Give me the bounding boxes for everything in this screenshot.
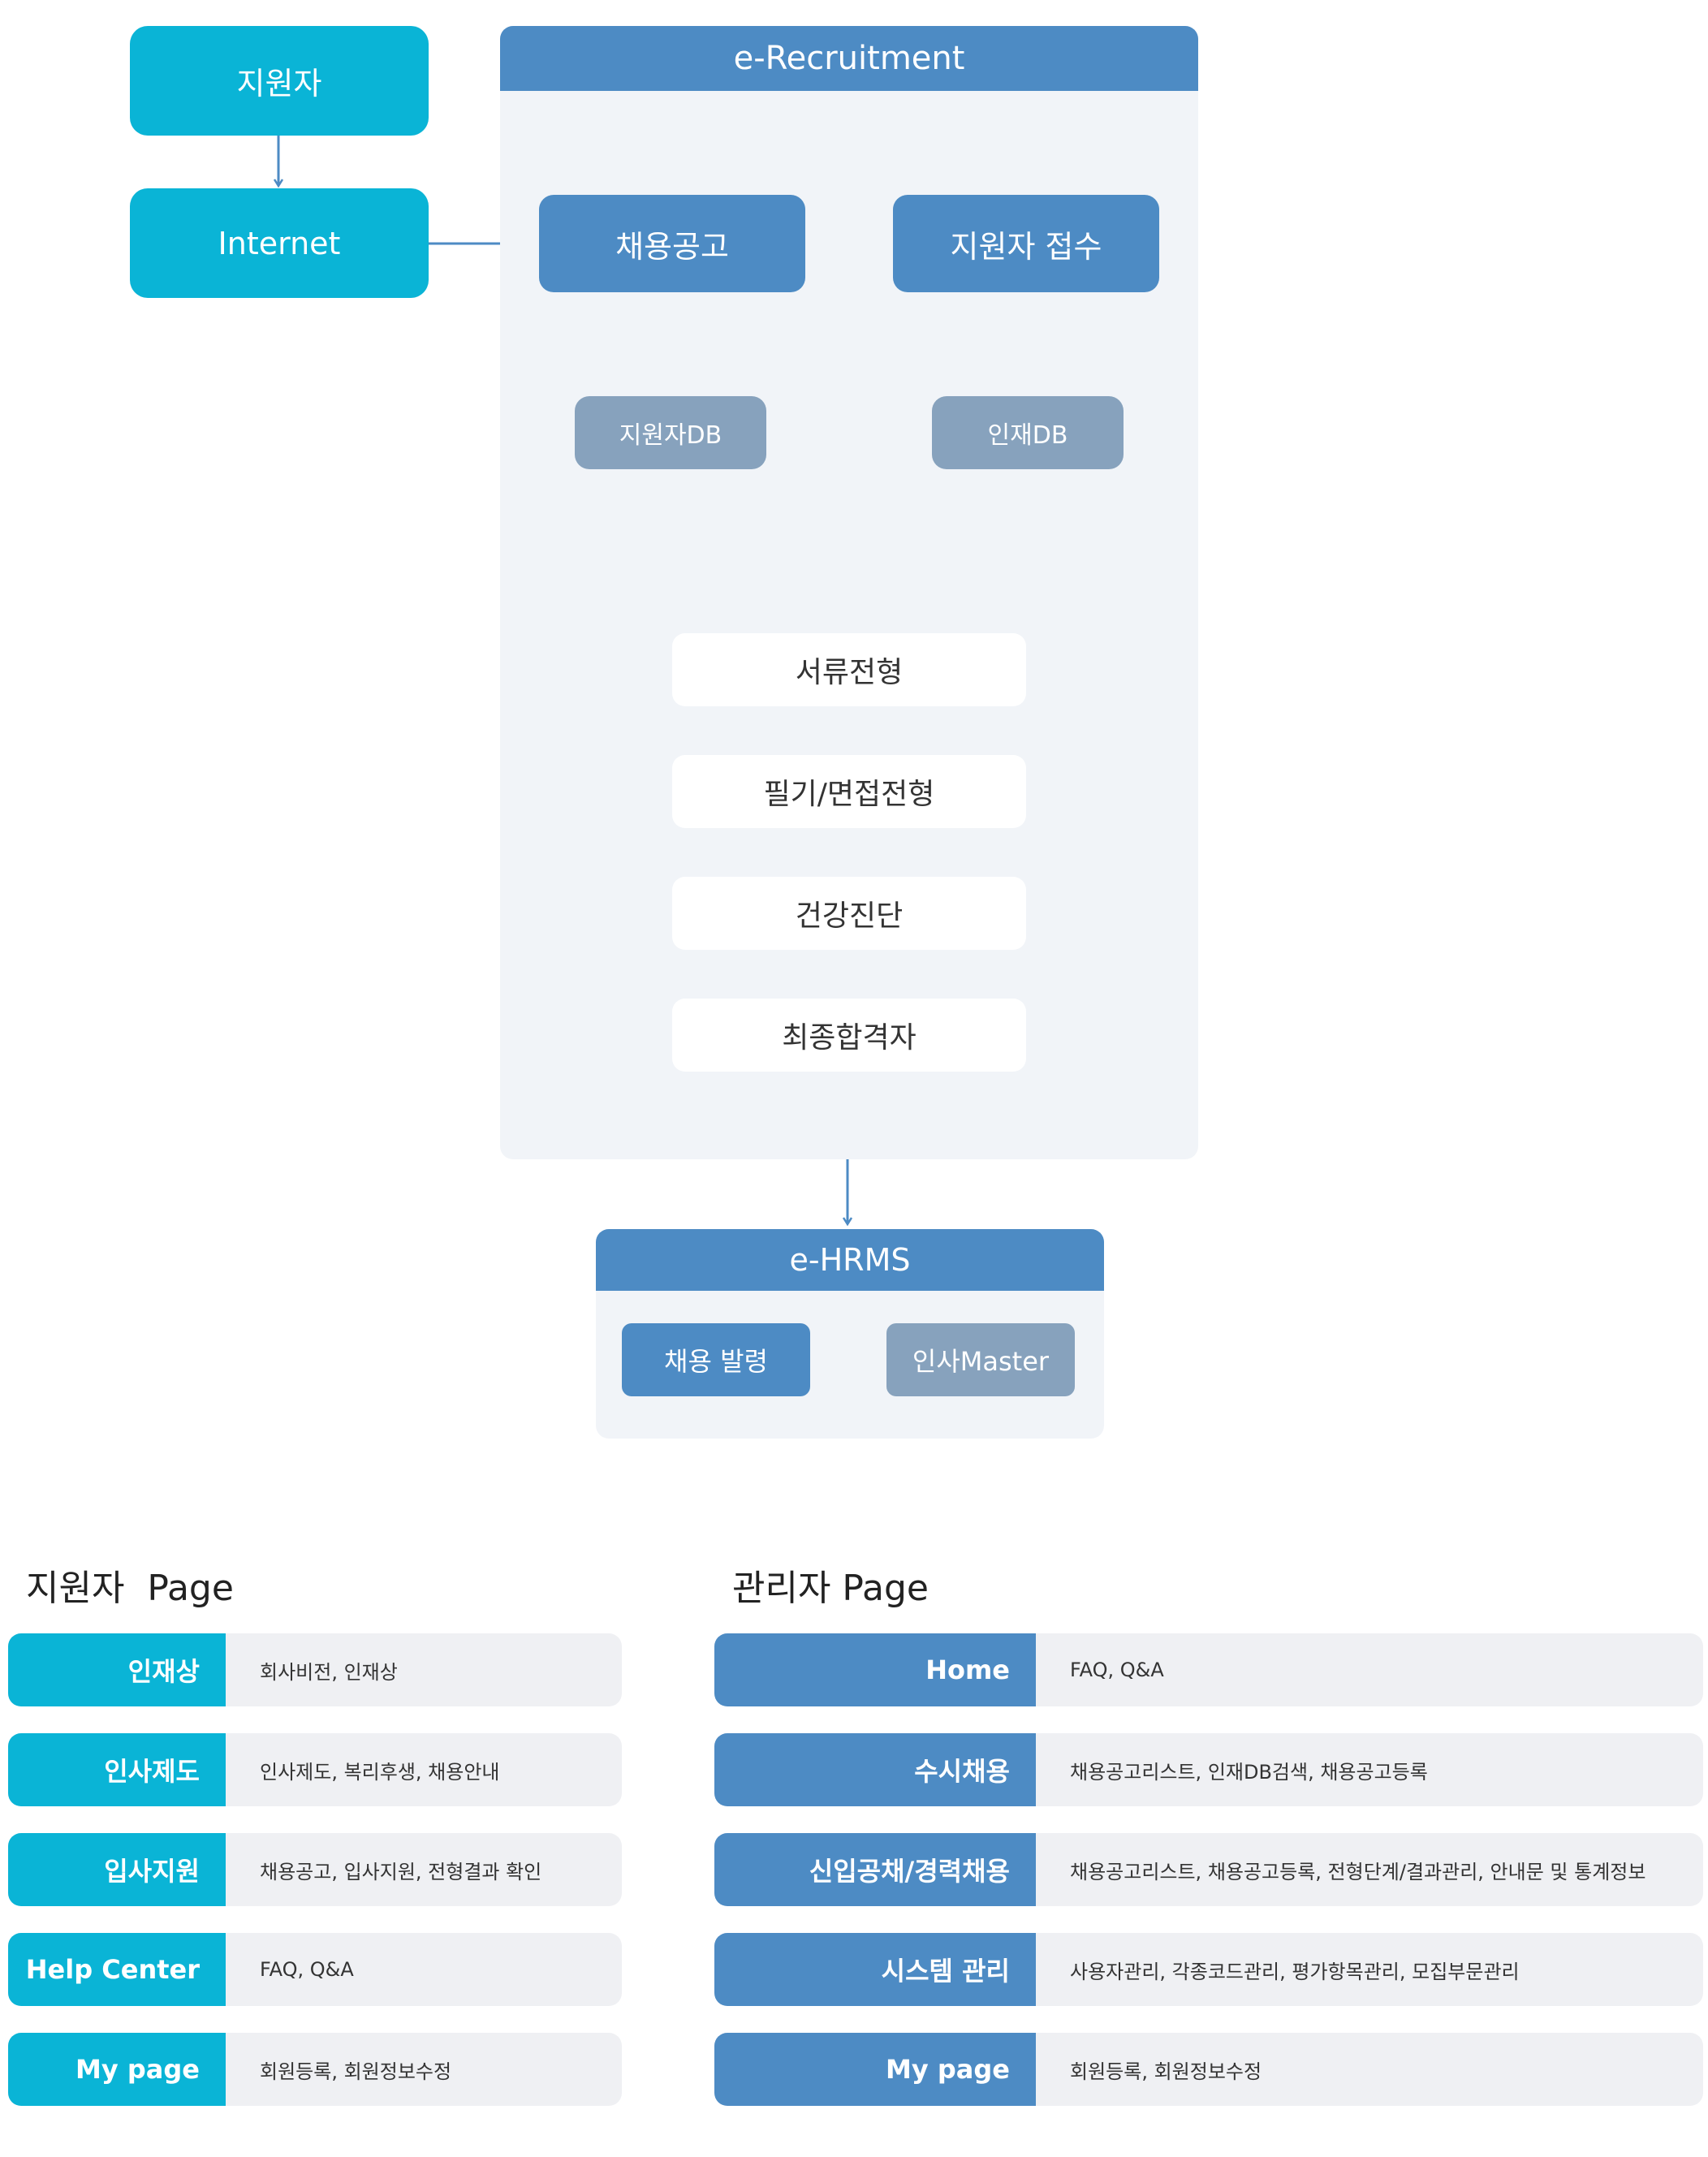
applicant-row: Help Center FAQ, Q&A xyxy=(8,1933,622,2006)
e-recruitment-header: e-Recruitment xyxy=(500,26,1198,91)
step-health-check: 건강진단 xyxy=(672,877,1026,950)
step-final-pass: 최종합격자 xyxy=(672,999,1026,1072)
admin-row-desc: 사용자관리, 각종코드관리, 평가항목관리, 모집부문관리 xyxy=(1070,1960,1520,1983)
talent-db-label: 인재DB xyxy=(987,421,1068,450)
internet-label: Internet xyxy=(218,225,341,261)
applicant-row-desc: 회사비전, 인재상 xyxy=(260,1660,398,1684)
applicant-db-box: 지원자DB xyxy=(575,396,766,469)
applicant-page-list: 인재상 회사비전, 인재상 인사제도 인사제도, 복리후생, 채용안내 입사지원… xyxy=(8,1633,622,2106)
hr-master-label: 인사Master xyxy=(912,1346,1050,1377)
admin-row-desc: 채용공고리스트, 인재DB검색, 채용공고등록 xyxy=(1070,1760,1428,1784)
applicant-row-desc: 채용공고, 입사지원, 전형결과 확인 xyxy=(260,1860,542,1883)
applicant-row: 인사제도 인사제도, 복리후생, 채용안내 xyxy=(8,1733,622,1806)
step-label: 서류전형 xyxy=(795,656,904,689)
application-receipt-label: 지원자 접수 xyxy=(950,228,1102,265)
e-hrms-header: e-HRMS xyxy=(596,1229,1104,1291)
e-hrms-title: e-HRMS xyxy=(789,1242,911,1278)
applicant-row-label: 인재상 xyxy=(8,1633,226,1706)
admin-row: My page 회원등록, 회원정보수정 xyxy=(714,2033,1703,2106)
applicant-row-desc: 회원등록, 회원정보수정 xyxy=(260,2060,452,2083)
admin-row-desc: FAQ, Q&A xyxy=(1070,1659,1164,1681)
applicant-row: My page 회원등록, 회원정보수정 xyxy=(8,2033,622,2106)
admin-row-label: Home xyxy=(714,1633,1036,1706)
applicant-row-desc: FAQ, Q&A xyxy=(260,1958,354,1981)
admin-row: 신입공채/경력채용 채용공고리스트, 채용공고등록, 전형단계/결과관리, 안내… xyxy=(714,1833,1703,1906)
talent-db-box: 인재DB xyxy=(932,396,1124,469)
applicant-box: 지원자 xyxy=(130,26,429,136)
applicant-row-desc: 인사제도, 복리후생, 채용안내 xyxy=(260,1760,500,1784)
step-document-screening: 서류전형 xyxy=(672,633,1026,706)
applicant-row: 입사지원 채용공고, 입사지원, 전형결과 확인 xyxy=(8,1833,622,1906)
admin-row: 시스템 관리 사용자관리, 각종코드관리, 평가항목관리, 모집부문관리 xyxy=(714,1933,1703,2006)
applicant-page-title: 지원자 Page xyxy=(26,1568,234,1609)
applicant-row: 인재상 회사비전, 인재상 xyxy=(8,1633,622,1706)
applicant-row-label: Help Center xyxy=(8,1933,226,2006)
step-label: 필기/면접전형 xyxy=(763,778,935,811)
appointment-box: 채용 발령 xyxy=(622,1323,810,1396)
applicant-row-label: My page xyxy=(8,2033,226,2106)
step-label: 건강진단 xyxy=(795,899,904,933)
admin-row-label: 시스템 관리 xyxy=(714,1933,1036,2006)
hr-master-box: 인사Master xyxy=(886,1323,1075,1396)
admin-page-title: 관리자 Page xyxy=(732,1568,929,1609)
applicant-label: 지원자 xyxy=(236,66,322,101)
admin-row: 수시채용 채용공고리스트, 인재DB검색, 채용공고등록 xyxy=(714,1733,1703,1806)
job-posting-box: 채용공고 xyxy=(539,195,805,292)
admin-row-desc: 회원등록, 회원정보수정 xyxy=(1070,2060,1262,2083)
step-label: 최종합격자 xyxy=(782,1021,917,1055)
admin-row-label: 수시채용 xyxy=(714,1733,1036,1806)
applicant-row-label: 인사제도 xyxy=(8,1733,226,1806)
application-receipt-box: 지원자 접수 xyxy=(893,195,1159,292)
internet-box: Internet xyxy=(130,188,429,298)
applicant-row-label: 입사지원 xyxy=(8,1833,226,1906)
job-posting-label: 채용공고 xyxy=(615,228,729,265)
admin-row-label: My page xyxy=(714,2033,1036,2106)
admin-row-label: 신입공채/경력채용 xyxy=(714,1833,1036,1906)
admin-row: Home FAQ, Q&A xyxy=(714,1633,1703,1706)
appointment-label: 채용 발령 xyxy=(664,1346,768,1377)
admin-page-list: Home FAQ, Q&A 수시채용 채용공고리스트, 인재DB검색, 채용공고… xyxy=(714,1633,1703,2106)
e-recruitment-title: e-Recruitment xyxy=(733,40,965,77)
admin-row-desc: 채용공고리스트, 채용공고등록, 전형단계/결과관리, 안내문 및 통계정보 xyxy=(1070,1860,1646,1883)
applicant-db-label: 지원자DB xyxy=(619,421,722,450)
step-written-interview: 필기/면접전형 xyxy=(672,755,1026,828)
